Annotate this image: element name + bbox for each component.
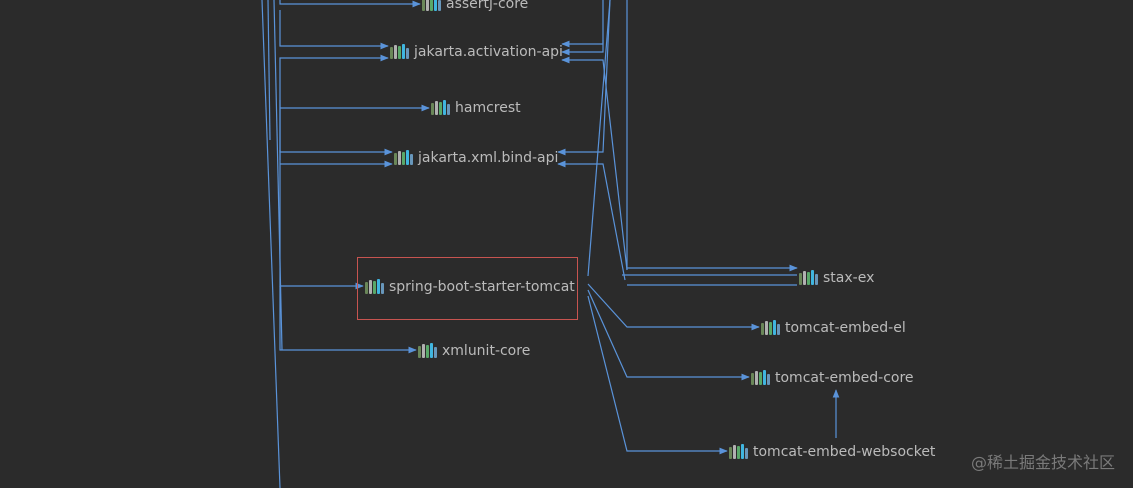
node-tomcat-embed-el[interactable]: tomcat-embed-el (761, 318, 906, 338)
node-spring-boot-starter-tomcat[interactable]: spring-boot-starter-tomcat (365, 277, 575, 297)
library-icon (751, 370, 770, 386)
edge-to-assertj-core (279, 0, 421, 8)
edge-right-to-xml-bind-api-1 (557, 0, 611, 156)
node-label: jakarta.activation-api (414, 44, 563, 60)
edge-to-tomcat-embed-core (587, 289, 750, 381)
edge-right-to-xml-bind-api-2 (557, 160, 626, 281)
node-stax-ex[interactable]: stax-ex (799, 268, 874, 288)
edge-trunk-1 (261, 0, 281, 488)
edge-to-activation-api-1 (279, 10, 389, 50)
node-label: tomcat-embed-websocket (753, 444, 936, 460)
edge-to-tomcat-embed-el (587, 283, 760, 331)
edge-trunk-3 (273, 0, 283, 351)
edge-right-to-activation-api-2 (561, 40, 604, 56)
edge-right-to-activation-api-1 (561, 0, 604, 48)
edge-to-starter-tomcat (279, 150, 364, 290)
library-icon (761, 320, 780, 336)
node-tomcat-embed-websocket[interactable]: tomcat-embed-websocket (729, 442, 935, 462)
edge-right-to-activation-api-3 (561, 56, 628, 271)
node-label: xmlunit-core (442, 343, 531, 359)
node-label: tomcat-embed-el (785, 320, 906, 336)
watermark: @稀土掘金技术社区 (970, 453, 1115, 472)
node-label: stax-ex (823, 270, 875, 286)
node-assertj-core[interactable]: assertj-core (422, 0, 528, 14)
edge-to-xmlunit-core (279, 286, 417, 354)
library-icon (431, 100, 450, 116)
node-label: tomcat-embed-core (775, 370, 914, 386)
node-xmlunit-core[interactable]: xmlunit-core (418, 341, 530, 361)
library-icon (390, 44, 409, 60)
library-icon (418, 343, 437, 359)
library-icon (422, 0, 441, 12)
edge-starter-up (587, 0, 611, 277)
edge-trunk-2 (267, 0, 271, 141)
node-label: hamcrest (455, 100, 521, 116)
library-icon (799, 270, 818, 286)
edge-to-activation-api-2 (279, 54, 389, 160)
library-icon (365, 279, 384, 295)
node-jakarta-activation-api[interactable]: jakarta.activation-api (390, 42, 563, 62)
node-label: assertj-core (446, 0, 529, 12)
node-tomcat-embed-core[interactable]: tomcat-embed-core (751, 368, 914, 388)
node-label: jakarta.xml.bind-api (418, 150, 559, 166)
node-label: spring-boot-starter-tomcat (389, 279, 575, 295)
edge-to-tomcat-embed-websocket (587, 295, 728, 455)
node-jakarta-xml-bind-api[interactable]: jakarta.xml.bind-api (394, 148, 558, 168)
node-hamcrest[interactable]: hamcrest (431, 98, 521, 118)
library-icon (729, 444, 748, 460)
library-icon (394, 150, 413, 166)
selection-highlight (357, 257, 578, 320)
